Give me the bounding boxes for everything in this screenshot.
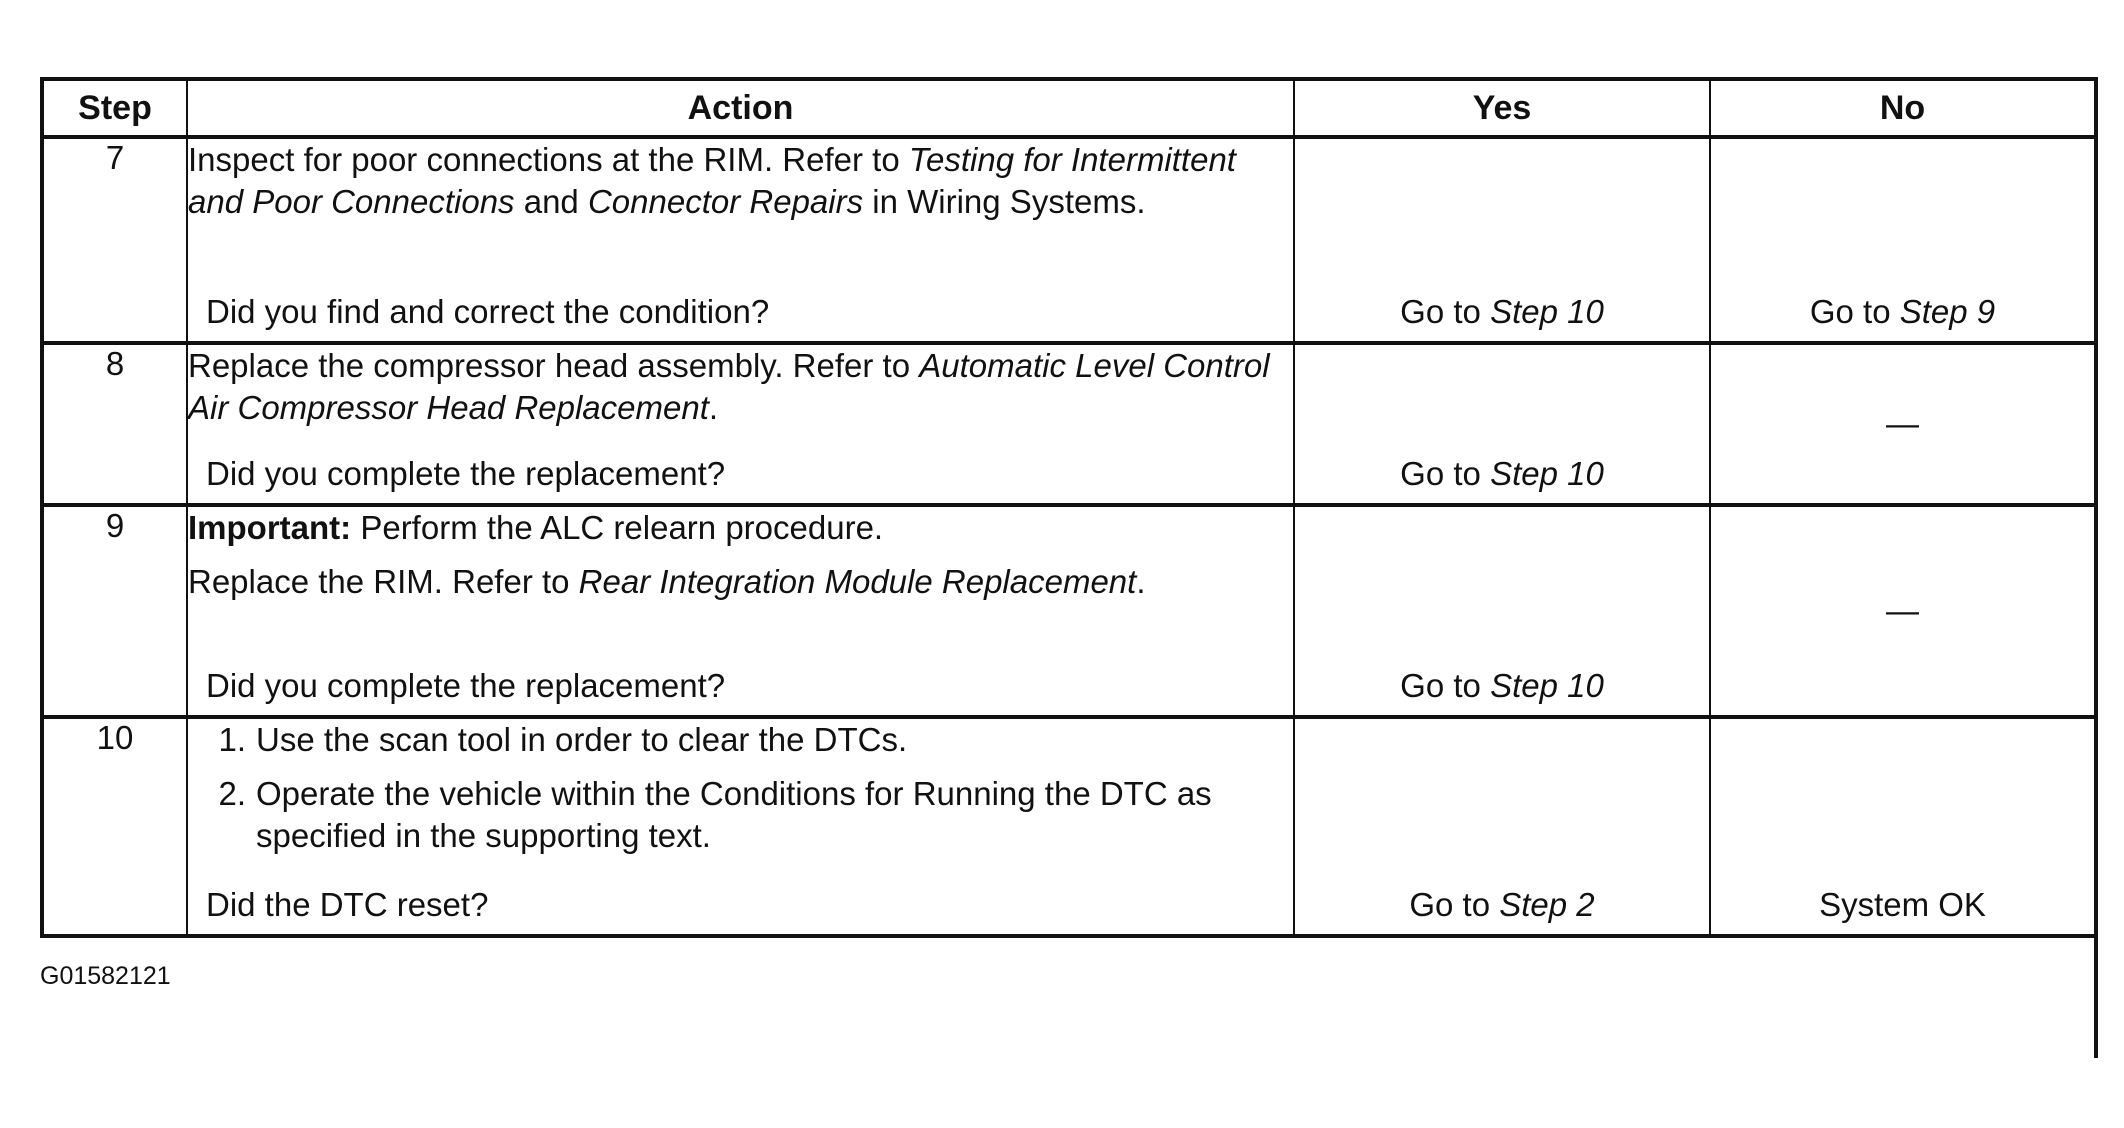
action-cell: 1. Use the scan tool in order to clear t… [186, 716, 1295, 934]
action-text: Inspect for poor connections at the RIM.… [188, 141, 909, 178]
yes-cell: Go to Step 2 [1293, 716, 1711, 934]
no-cell: Go to Step 9 [1709, 136, 2094, 344]
action-text: . [708, 389, 719, 426]
list-item: 2. Operate the vehicle within the Condit… [188, 773, 1293, 857]
no-text: Go to [1809, 293, 1900, 330]
no-cell: System OK [1709, 716, 2094, 934]
list-text: Use the scan tool in order to clear the … [256, 721, 908, 758]
table-row-step-9: 9 Important: Perform the ALC relearn pro… [44, 504, 2094, 718]
yes-step-ref: Step 10 [1490, 293, 1604, 330]
action-instruction: Replace the RIM. Refer to Rear Integrati… [188, 561, 1293, 603]
action-text: Replace the RIM. Refer to [188, 563, 579, 600]
reference-link: Testing for Intermittent and Poor Connec… [188, 141, 1236, 220]
action-text: and [514, 183, 588, 220]
action-cell: Inspect for poor connections at the RIM.… [186, 136, 1295, 344]
yes-text: Go to [1409, 886, 1500, 923]
yes-step-ref: Step 10 [1490, 455, 1604, 492]
no-cell: — [1709, 504, 2094, 718]
no-cell: — [1709, 342, 2094, 506]
table-row-step-10: 10 1. Use the scan tool in order to clea… [44, 716, 2094, 934]
action-list: 1. Use the scan tool in order to clear t… [188, 719, 1293, 857]
no-dash: — [1886, 592, 1919, 629]
important-label: Important: [188, 509, 352, 546]
step-number: 9 [44, 504, 188, 718]
action-instruction: Inspect for poor connections at the RIM.… [188, 139, 1293, 223]
step-number: 10 [44, 716, 188, 934]
action-text: . [1136, 563, 1146, 600]
step-number: 7 [44, 136, 188, 344]
action-cell: Replace the compressor head assembly. Re… [186, 342, 1295, 506]
reference-link: Connector Repairs [587, 183, 864, 220]
list-text: Operate the vehicle within the Condition… [256, 775, 1212, 854]
action-instruction: Replace the compressor head assembly. Re… [188, 345, 1293, 429]
no-dash: — [1886, 405, 1919, 442]
yes-step-ref: Step 10 [1490, 667, 1604, 704]
header-row: Step Action Yes No [44, 81, 2094, 138]
action-question: Did you complete the replacement? [206, 455, 726, 492]
reference-link: Rear Integration Module Replacement [578, 563, 1137, 600]
yes-step-ref: Step 2 [1499, 886, 1595, 923]
list-number: 1. [218, 721, 246, 758]
action-text: in Wiring Systems. [863, 183, 1146, 220]
yes-cell: Go to Step 10 [1293, 342, 1711, 506]
header-yes: Yes [1293, 81, 1711, 138]
table-frame [40, 77, 2098, 938]
reference-link: Automatic Level Control Air Compressor H… [188, 347, 1270, 426]
action-text: Replace the compressor head assembly. Re… [188, 347, 920, 384]
yes-cell: Go to Step 10 [1293, 504, 1711, 718]
yes-text: Go to [1400, 293, 1491, 330]
header-step: Step [44, 81, 188, 138]
header-action: Action [186, 81, 1295, 138]
no-text: System OK [1819, 886, 1986, 923]
action-cell: Important: Perform the ALC relearn proce… [186, 504, 1295, 718]
figure-id: G01582121 [40, 962, 171, 990]
margin-rule [2094, 938, 2098, 1058]
table-row-step-7: 7 Inspect for poor connections at the RI… [44, 136, 2094, 344]
yes-text: Go to [1400, 667, 1491, 704]
yes-cell: Go to Step 10 [1293, 136, 1711, 344]
step-number: 8 [44, 342, 188, 506]
list-number: 2. [218, 775, 246, 812]
action-question: Did you find and correct the condition? [206, 293, 770, 330]
action-question: Did you complete the replacement? [206, 667, 726, 704]
diagnostic-table: Step Action Yes No 7 Inspect for poor co… [44, 81, 2094, 934]
table-row-step-8: 8 Replace the compressor head assembly. … [44, 342, 2094, 506]
no-step-ref: Step 9 [1899, 293, 1996, 330]
yes-text: Go to [1400, 455, 1491, 492]
action-question: Did the DTC reset? [206, 886, 489, 923]
important-note: Important: Perform the ALC relearn proce… [188, 507, 1293, 549]
list-item: 1. Use the scan tool in order to clear t… [188, 719, 1293, 761]
important-text: Perform the ALC relearn procedure. [351, 509, 884, 546]
header-no: No [1709, 81, 2094, 138]
